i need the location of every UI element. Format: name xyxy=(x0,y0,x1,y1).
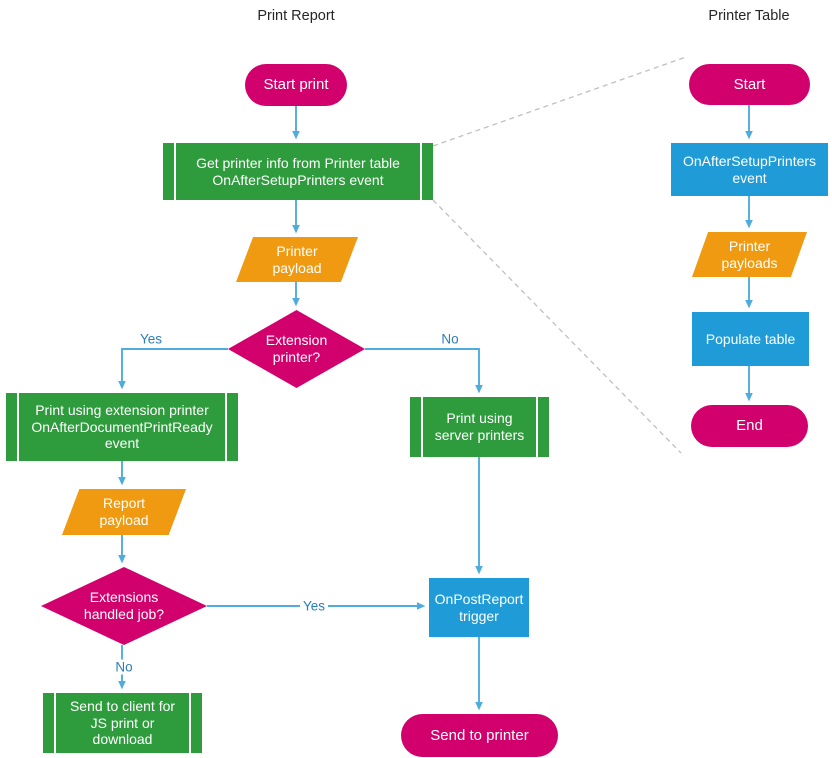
node-send-to-client[interactable]: Send to client for JS print or download xyxy=(43,693,202,753)
edge-decision-no xyxy=(365,348,483,394)
node-print-extension-printer[interactable]: Print using extension printer OnAfterDoc… xyxy=(6,393,238,461)
edge-label-yes-handled: Yes xyxy=(299,598,329,614)
node-label: Print using extension printer OnAfterDoc… xyxy=(31,401,213,452)
edge-label-no-extension: No xyxy=(438,331,462,347)
node-extensions-handled-decision[interactable]: Extensions handled job? xyxy=(41,567,207,645)
predefined-bar-right xyxy=(189,693,191,753)
predefined-bar-right xyxy=(420,143,422,200)
node-send-to-printer[interactable]: Send to printer xyxy=(401,714,558,757)
node-print-server-printers[interactable]: Print using server printers xyxy=(410,397,549,457)
predefined-bar-right xyxy=(225,393,227,461)
node-pt-populate-table[interactable]: Populate table xyxy=(692,312,809,366)
node-pt-printer-payloads[interactable]: Printer payloads xyxy=(692,232,807,277)
node-label: Get printer info from Printer table OnAf… xyxy=(196,154,400,188)
lane-title-printer-table: Printer Table xyxy=(708,8,790,24)
node-report-payload[interactable]: Report payload xyxy=(62,489,186,535)
node-pt-onaftersetupprinters[interactable]: OnAfterSetupPrinters event xyxy=(671,143,828,196)
predefined-bar-left xyxy=(174,143,176,200)
predefined-bar-right xyxy=(536,397,538,457)
edge-label-yes-extension: Yes xyxy=(136,331,166,347)
lane-title-print-report: Print Report xyxy=(257,8,335,24)
node-start-print[interactable]: Start print xyxy=(245,64,347,106)
node-label: Print using server printers xyxy=(434,410,525,443)
node-get-printer-info[interactable]: Get printer info from Printer table OnAf… xyxy=(163,143,433,200)
node-pt-end[interactable]: End xyxy=(691,405,808,447)
predefined-bar-left xyxy=(54,693,56,753)
predefined-bar-left xyxy=(421,397,423,457)
node-printer-payload[interactable]: Printer payload xyxy=(236,237,358,282)
node-label: Send to client for JS print or download xyxy=(69,697,176,748)
node-extension-printer-decision[interactable]: Extension printer? xyxy=(228,310,365,388)
callout-line-upper xyxy=(432,56,687,147)
edge-decision-yes xyxy=(118,348,228,390)
node-onpostreport-trigger[interactable]: OnPostReport trigger xyxy=(429,578,529,637)
predefined-bar-left xyxy=(17,393,19,461)
node-pt-start[interactable]: Start xyxy=(689,64,810,105)
edge-label-no-handled: No xyxy=(112,659,136,675)
